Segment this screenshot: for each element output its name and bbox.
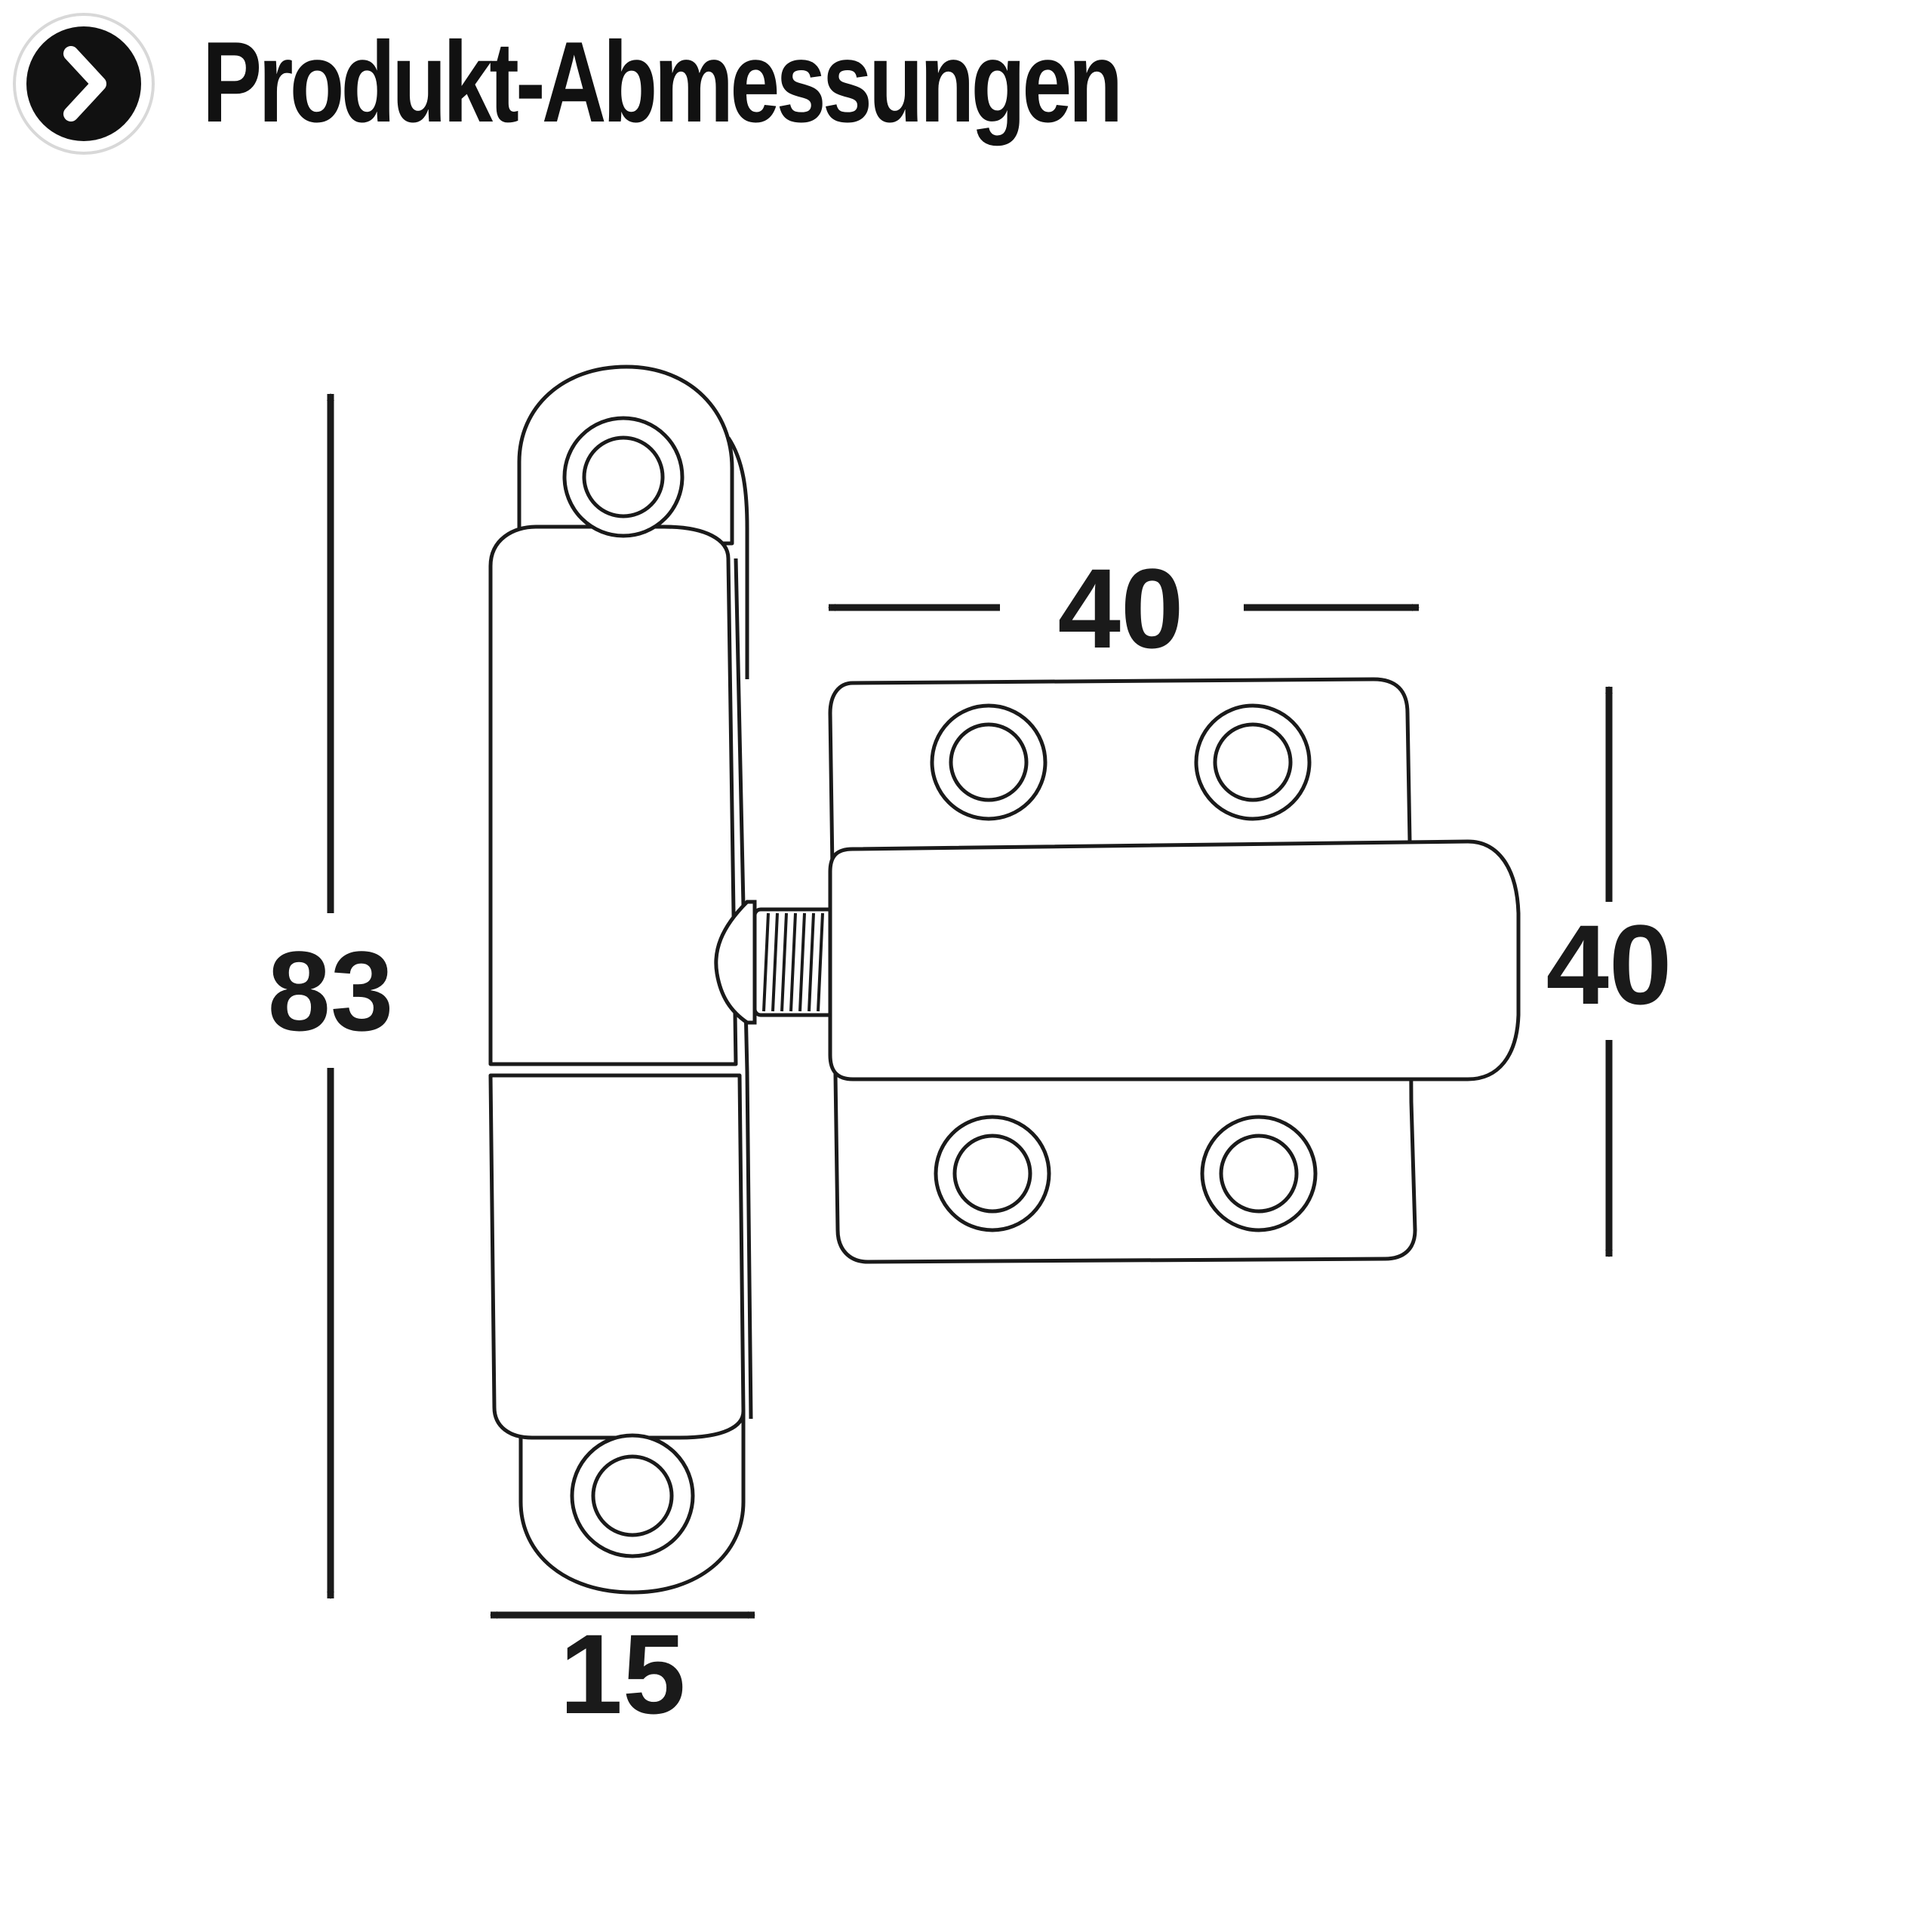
dimension-plate-width: 40: [828, 545, 1420, 672]
bottom-ear-screw-hole: [570, 1433, 695, 1558]
dimension-label-plate-width: 40: [1058, 545, 1184, 672]
dimension-label-height: 83: [268, 928, 394, 1054]
page-title: Produkt-Abmessungen: [202, 18, 1123, 146]
threaded-pin: [714, 900, 836, 1025]
hinge-upper-barrel: [488, 525, 738, 1066]
hinge-leaf-vertical: [488, 365, 753, 1595]
dimension-plate-height: 40: [1546, 686, 1672, 1257]
plate-screw-hole-top-left: [930, 703, 1048, 821]
dimension-barrel-width: 15: [490, 1611, 755, 1737]
pin-collar: [714, 900, 757, 1025]
plate-barrel: [828, 839, 1521, 1081]
dimension-label-barrel-width: 15: [560, 1611, 686, 1737]
plate-screw-hole-top-right: [1194, 703, 1312, 821]
chevron-right-icon: [13, 13, 155, 155]
dimension-height-total: 83: [268, 393, 394, 1599]
plate-screw-hole-bottom-left: [934, 1115, 1051, 1232]
header: Produkt-Abmessungen: [0, 0, 1932, 166]
pin-thread: [762, 912, 824, 1012]
plate-screw-hole-bottom-right: [1200, 1115, 1318, 1232]
dimension-label-plate-height: 40: [1546, 901, 1672, 1028]
top-ear-screw-hole: [562, 416, 685, 538]
hinge-lower-barrel: [488, 1073, 746, 1440]
hinge-top-ear-back: [726, 436, 749, 679]
